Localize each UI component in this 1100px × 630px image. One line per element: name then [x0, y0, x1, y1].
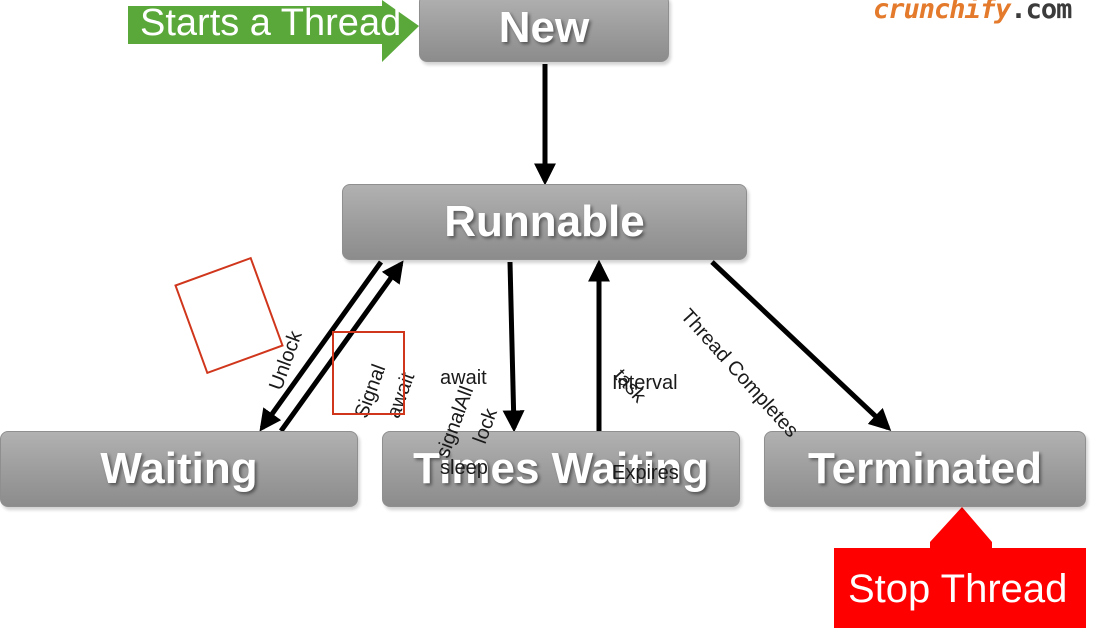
start-callout-arrow — [128, 0, 419, 62]
arrow-runnable-to-timed-waiting — [502, 261, 525, 433]
state-terminated-label: Terminated — [808, 444, 1042, 493]
stop-callout-arrow — [834, 507, 1086, 628]
state-timed-waiting-label: Times Waiting — [413, 444, 709, 493]
label-interval-line2: Expires — [612, 462, 679, 484]
crunchify-logo: crunchify.com — [873, 0, 1072, 25]
arrow-runnable-to-terminated — [710, 260, 892, 432]
state-runnable: Runnable — [342, 184, 747, 260]
state-timed-waiting: Times Waiting — [382, 431, 740, 507]
state-waiting: Waiting — [0, 431, 358, 507]
arrow-runnable-to-waiting — [259, 260, 384, 432]
arrow-waiting-to-runnable — [278, 260, 404, 433]
label-interval-line1: Interval — [612, 372, 678, 394]
label-completes-line1: Thread Completes — [676, 304, 803, 442]
state-runnable-label: Runnable — [444, 197, 645, 246]
stop-thread-label: Stop Thread — [848, 567, 1068, 611]
state-new: New — [419, 0, 669, 62]
label-await-sleep: await sleep — [440, 303, 488, 513]
label-interval-expires: Interval Expires — [612, 308, 679, 518]
logo-tld: .com — [1010, 0, 1072, 25]
state-terminated: Terminated — [764, 431, 1086, 507]
start-thread-label: Starts a Thread — [140, 2, 402, 44]
label-await-lock-line2: lock — [469, 405, 502, 447]
await-lock-highlight-box — [332, 331, 405, 415]
state-new-label: New — [498, 3, 590, 52]
state-waiting-label: Waiting — [100, 444, 258, 493]
label-await-sleep-line2: sleep — [440, 457, 488, 479]
label-await-sleep-line1: await — [440, 367, 487, 389]
logo-brand: crunchify — [873, 0, 1011, 25]
